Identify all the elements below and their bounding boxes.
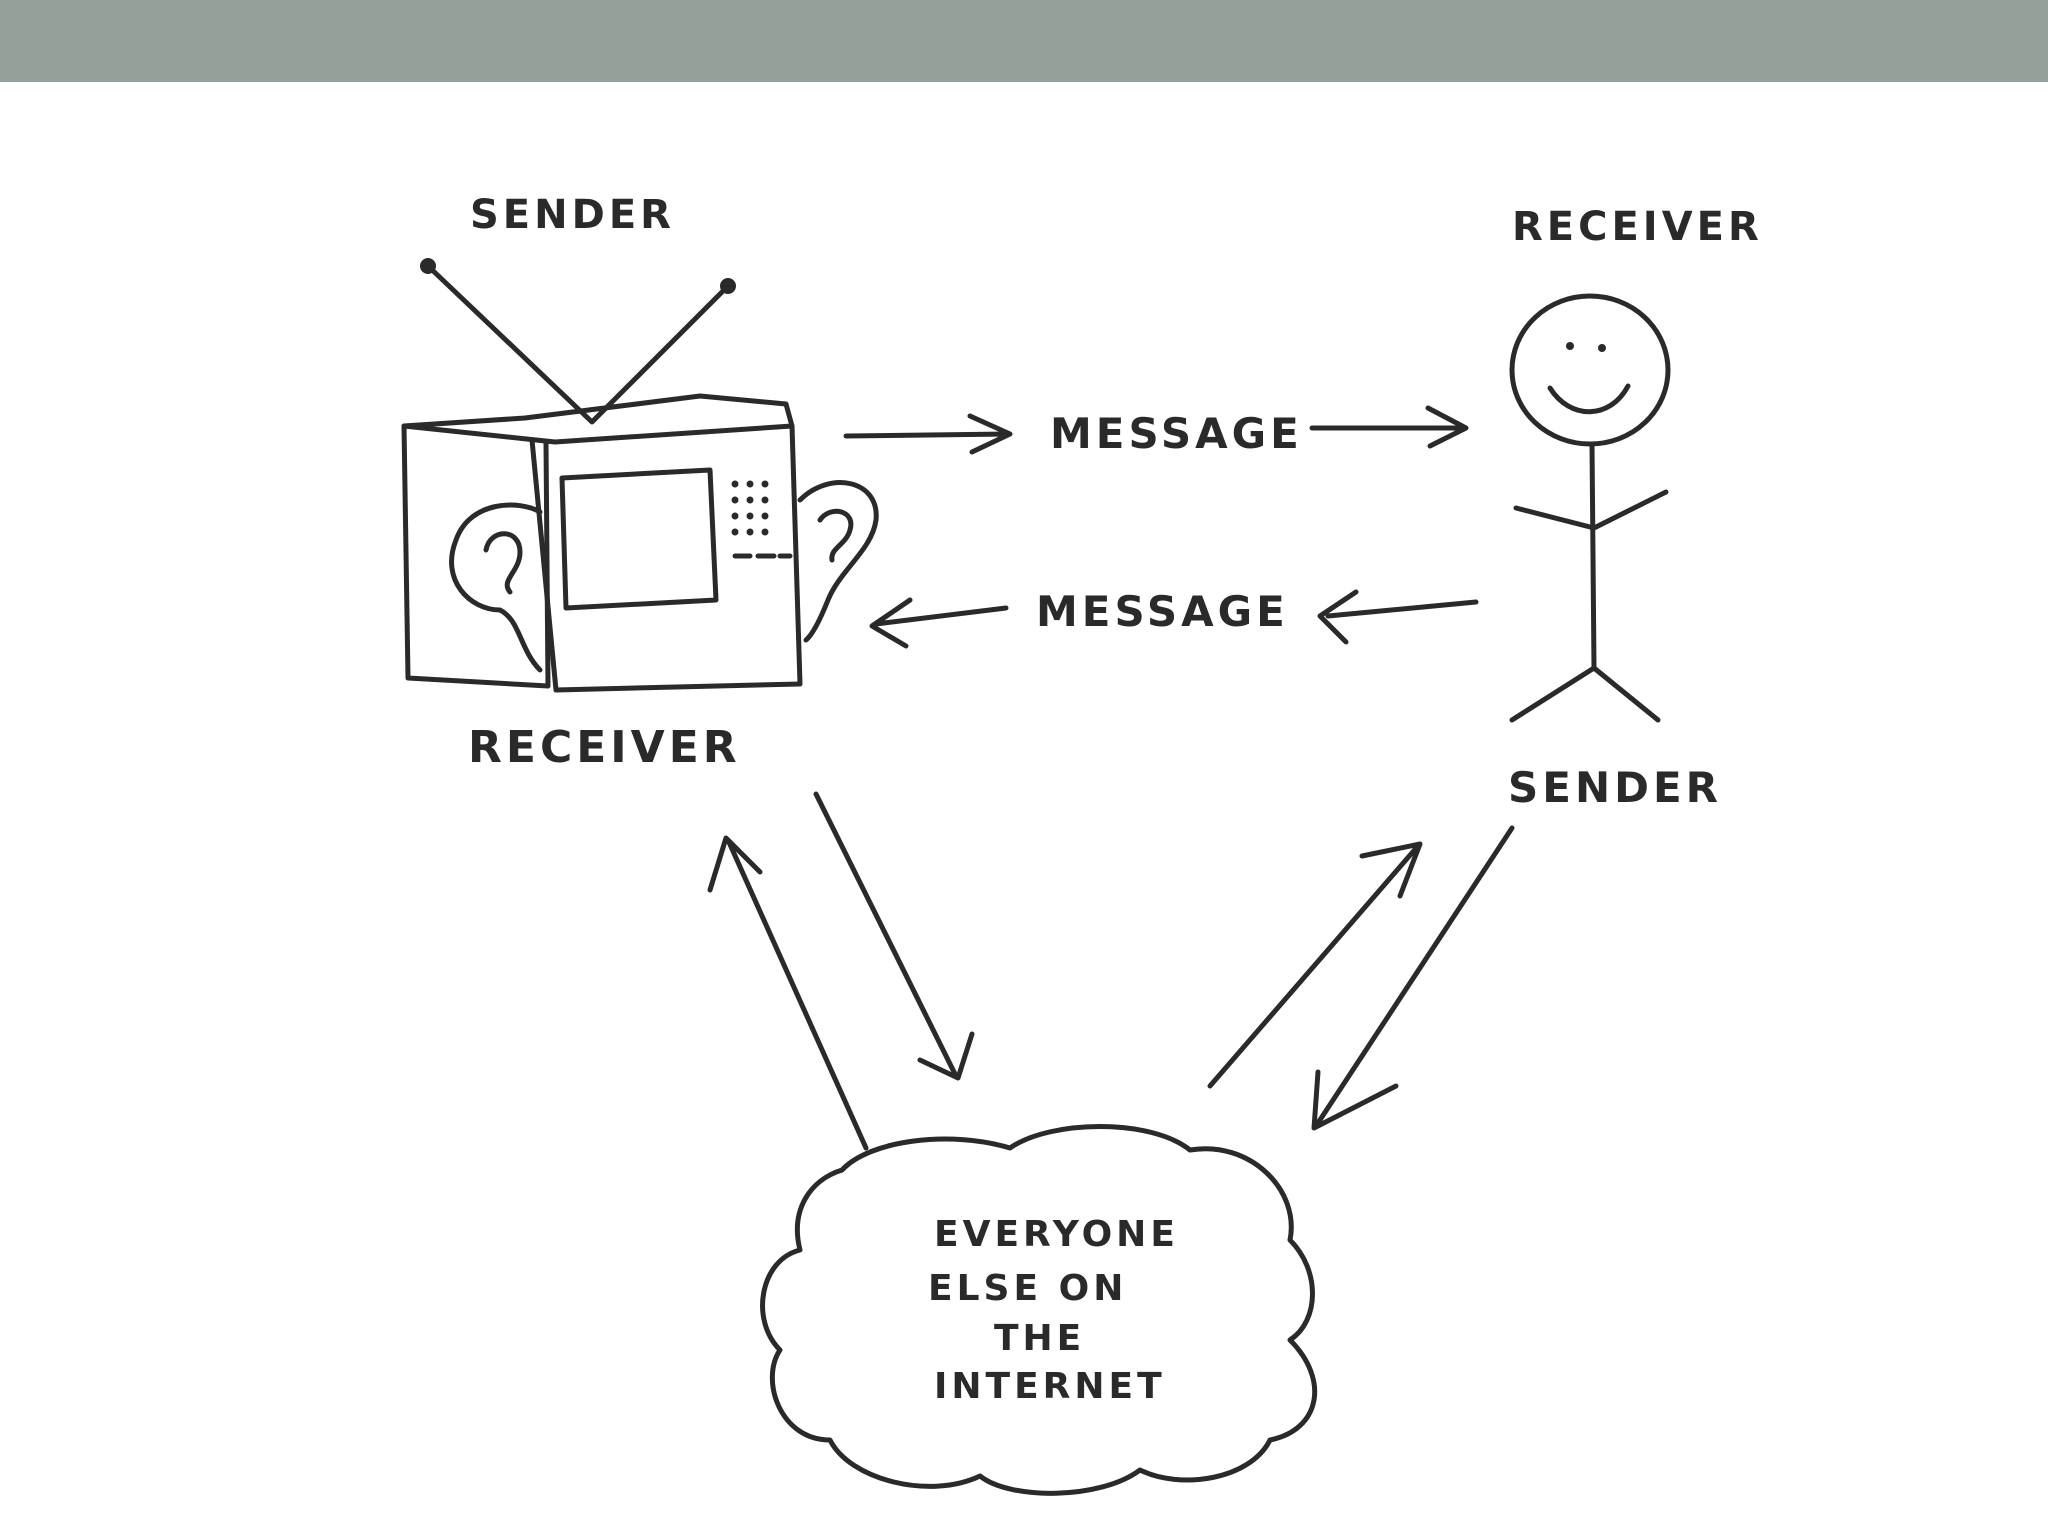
cloud-line-4: INTERNET — [934, 1366, 1166, 1407]
message-forward-label: MESSAGE — [1050, 409, 1303, 458]
tv-receiver-label: RECEIVER — [468, 722, 741, 773]
message-back-label: MESSAGE — [1036, 587, 1289, 636]
message-forward-arrow — [843, 405, 1469, 455]
cloud-icon — [760, 1124, 1318, 1496]
person-sender-label: SENDER — [1508, 763, 1722, 812]
tv-to-cloud-arrows — [707, 791, 975, 1151]
television-with-ears-icon — [401, 258, 879, 693]
person-receiver-label: RECEIVER — [1512, 204, 1763, 250]
header-bar — [0, 0, 2048, 82]
person-to-cloud-arrows — [1207, 825, 1515, 1131]
cloud-line-1: EVERYONE — [934, 1214, 1179, 1255]
cloud-line-2: ELSE ON — [928, 1268, 1127, 1309]
stick-figure-icon — [1509, 293, 1671, 723]
cloud-line-3: THE — [994, 1318, 1085, 1359]
cloud-text: EVERYONE ELSE ON THE INTERNET — [928, 1214, 1179, 1407]
tv-sender-label: SENDER — [470, 192, 675, 238]
message-back-arrow — [869, 589, 1479, 649]
